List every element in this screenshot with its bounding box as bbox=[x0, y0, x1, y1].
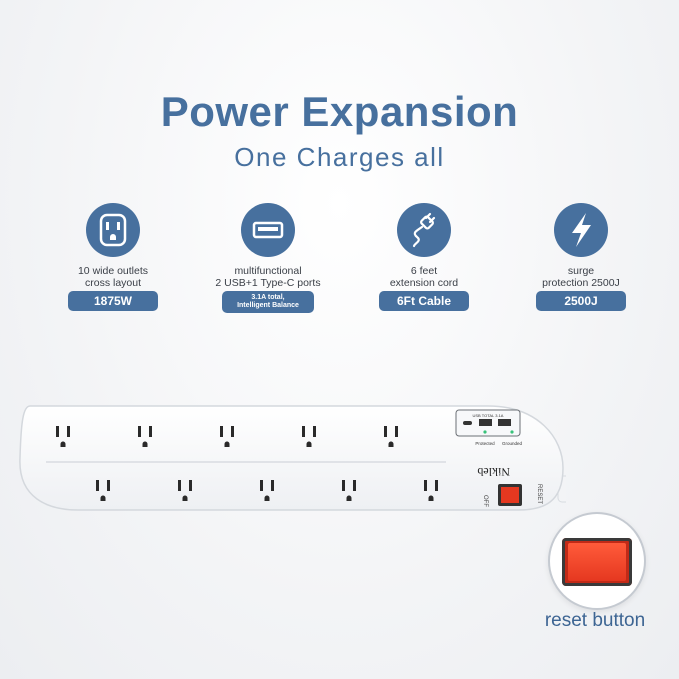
outlet-top-2[interactable] bbox=[138, 426, 152, 447]
power-strip: USB TOTAL 3.1A Protected Grounded Nikleb… bbox=[18, 398, 620, 538]
feature-line2: 2 USB+1 Type-C ports bbox=[215, 277, 321, 289]
plug-cord-icon bbox=[397, 203, 451, 257]
feature-badge: 6Ft Cable bbox=[379, 291, 469, 311]
feature-cable: 6 feet extension cord 6Ft Cable bbox=[359, 203, 489, 311]
protected-indicator bbox=[483, 430, 487, 434]
outlet-top-3[interactable] bbox=[220, 426, 234, 447]
outlet-bottom-3[interactable] bbox=[260, 480, 274, 501]
reset-text-label: RESET bbox=[536, 484, 542, 504]
outlet-top-5[interactable] bbox=[384, 426, 398, 447]
page-subtitle: One Charges all bbox=[234, 142, 445, 172]
usb-port-icon bbox=[241, 203, 295, 257]
outlet-bottom-4[interactable] bbox=[342, 480, 356, 501]
feature-line1: 10 wide outlets bbox=[77, 265, 149, 277]
feature-badge: 3.1A total, Intelligent Balance bbox=[222, 291, 314, 313]
usb-a-port-2[interactable] bbox=[498, 419, 511, 426]
usb-c-port[interactable] bbox=[463, 421, 472, 425]
reset-switch-face bbox=[501, 487, 519, 503]
grounded-label: Grounded bbox=[502, 441, 523, 446]
feature-badge-line2: Intelligent Balance bbox=[237, 302, 299, 309]
outlet-bottom-1[interactable] bbox=[96, 480, 110, 501]
usb-panel-label: USB TOTAL 3.1A bbox=[473, 413, 504, 418]
reset-button-caption: reset button bbox=[544, 610, 646, 631]
power-strip-graphic: USB TOTAL 3.1A Protected Grounded Nikleb… bbox=[19, 405, 620, 511]
reset-button-face bbox=[568, 543, 626, 581]
feature-line2: extension cord bbox=[389, 277, 459, 289]
feature-line1: surge bbox=[567, 265, 595, 277]
feature-line2: protection 2500J bbox=[542, 277, 620, 289]
protected-label: Protected bbox=[475, 441, 495, 446]
usb-a-port-1[interactable] bbox=[479, 419, 492, 426]
feature-surge: surge protection 2500J 2500J bbox=[516, 203, 646, 311]
reset-button[interactable] bbox=[562, 538, 632, 586]
feature-badge: 1875W bbox=[68, 291, 158, 311]
feature-line1: 6 feet bbox=[410, 265, 438, 277]
feature-usb: multifunctional 2 USB+1 Type-C ports 3.1… bbox=[203, 203, 333, 313]
feature-badge-line1: 3.1A total, bbox=[251, 294, 285, 301]
outlet-top-4[interactable] bbox=[302, 426, 316, 447]
outlet-bottom-5[interactable] bbox=[424, 480, 438, 501]
brand-logo: Nikleb bbox=[477, 465, 510, 479]
feature-line1: multifunctional bbox=[234, 265, 302, 277]
page-title: Power Expansion bbox=[160, 88, 519, 135]
off-label: OFF bbox=[482, 495, 488, 507]
feature-outlets: 10 wide outlets cross layout 1875W bbox=[48, 203, 178, 311]
outlet-bottom-2[interactable] bbox=[178, 480, 192, 501]
lightning-icon bbox=[554, 203, 608, 257]
feature-line2: cross layout bbox=[84, 277, 142, 289]
grounded-indicator bbox=[510, 430, 514, 434]
outlet-icon bbox=[86, 203, 140, 257]
feature-badge: 2500J bbox=[536, 291, 626, 311]
outlet-top-1[interactable] bbox=[56, 426, 70, 447]
reset-button-zoom bbox=[548, 512, 646, 610]
